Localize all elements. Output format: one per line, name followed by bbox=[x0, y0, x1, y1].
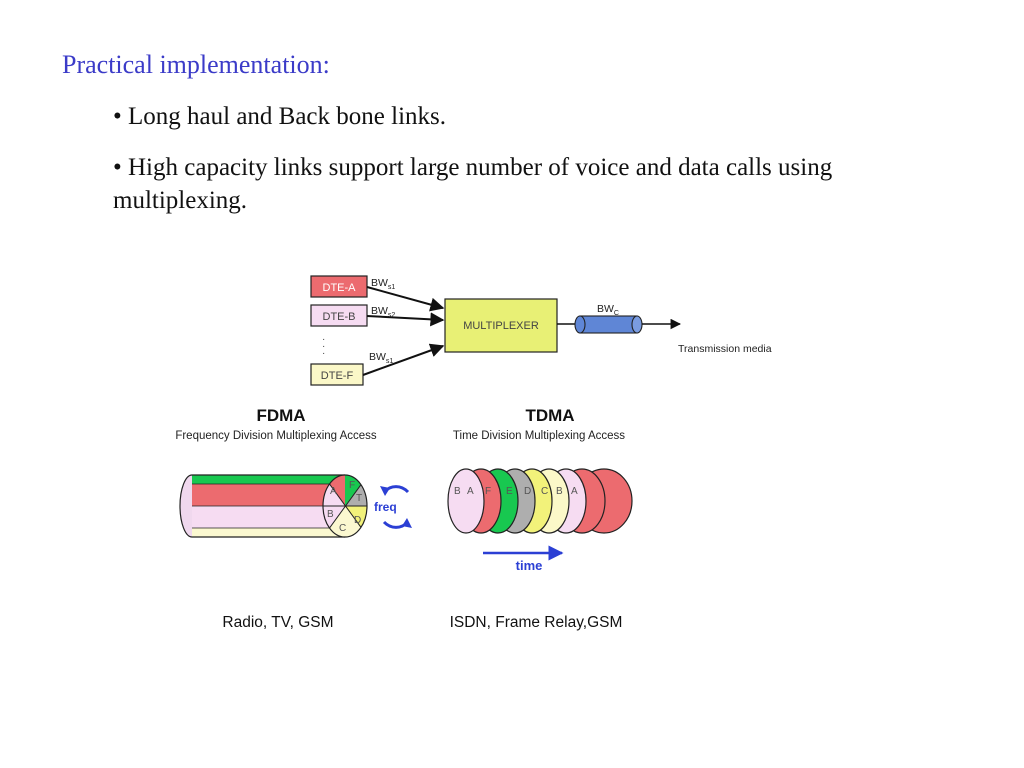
bw-c-label: BWC bbox=[597, 303, 619, 317]
fdma-slice-label: B bbox=[327, 509, 334, 520]
fdma-title: FDMA bbox=[256, 406, 305, 425]
arrow-a bbox=[366, 286, 445, 312]
tdma-slot-label: C bbox=[541, 486, 548, 497]
tdma-slot-label: F bbox=[485, 486, 491, 497]
freq-label: freq bbox=[374, 500, 397, 514]
fdma-slice-label: C bbox=[339, 523, 346, 534]
ellipsis-dot: · bbox=[322, 334, 325, 345]
bullet-item-capacity: • High capacity links support large numb… bbox=[113, 154, 833, 214]
multiplexer-box: MULTIPLEXER bbox=[444, 298, 558, 353]
fdma-applications: Radio, TV, GSM bbox=[222, 614, 333, 631]
tdma-applications: ISDN, Frame Relay,GSM bbox=[450, 614, 623, 631]
dte-a-box: DTE-A bbox=[310, 275, 368, 298]
dte-b-label: DTE-B bbox=[323, 311, 356, 323]
fdma-subtitle: Frequency Division Multiplexing Access bbox=[175, 430, 377, 442]
tdma-cylinder: B A F E D C B A bbox=[447, 468, 633, 534]
dte-f-label: DTE-F bbox=[321, 370, 354, 382]
bullet-item-backbone: • Long haul and Back bone links. bbox=[113, 103, 446, 130]
transmission-cable bbox=[574, 315, 643, 334]
dte-a-label: DTE-A bbox=[323, 282, 357, 294]
ellipsis-dot: · bbox=[322, 341, 325, 352]
fdma-slice-label: A bbox=[330, 486, 337, 497]
tdma-slot-label: B bbox=[556, 486, 563, 497]
bw-s2-label: BWs2 bbox=[371, 305, 395, 319]
fdma-slice-label: T bbox=[356, 493, 362, 504]
tdma-slot-label: D bbox=[524, 486, 531, 497]
arrow-f bbox=[362, 343, 445, 376]
dte-b-box: DTE-B bbox=[310, 304, 368, 327]
tdma-slot-label: A bbox=[571, 486, 578, 497]
bw-s1-label-f: BWs1 bbox=[369, 351, 393, 365]
bullet-list: • Long haul and Back bone links. • High … bbox=[113, 100, 893, 235]
bw-s1-label: BWs1 bbox=[371, 277, 395, 291]
dte-f-box: DTE-F bbox=[310, 363, 364, 386]
tdma-subtitle: Time Division Multiplexing Access bbox=[453, 430, 625, 442]
transmission-media-label: Transmission media bbox=[678, 343, 772, 355]
fdma-slice-label: F bbox=[349, 480, 355, 491]
tdma-slot-label: A bbox=[467, 486, 474, 497]
arrow-b bbox=[366, 312, 445, 327]
page-heading: Practical implementation: bbox=[62, 50, 330, 79]
tdma-title: TDMA bbox=[525, 406, 574, 425]
time-label: time bbox=[516, 558, 543, 573]
fdma-slice-label: D bbox=[354, 515, 361, 526]
freq-rotation-icon: freq bbox=[374, 485, 412, 529]
tdma-slot-label: E bbox=[506, 486, 513, 497]
multiplexer-label: MULTIPLEXER bbox=[463, 320, 539, 332]
tdma-slot-label: B bbox=[454, 486, 461, 497]
fdma-cylinder: F T D C B A bbox=[179, 474, 368, 538]
ellipsis-dot: · bbox=[322, 348, 325, 359]
